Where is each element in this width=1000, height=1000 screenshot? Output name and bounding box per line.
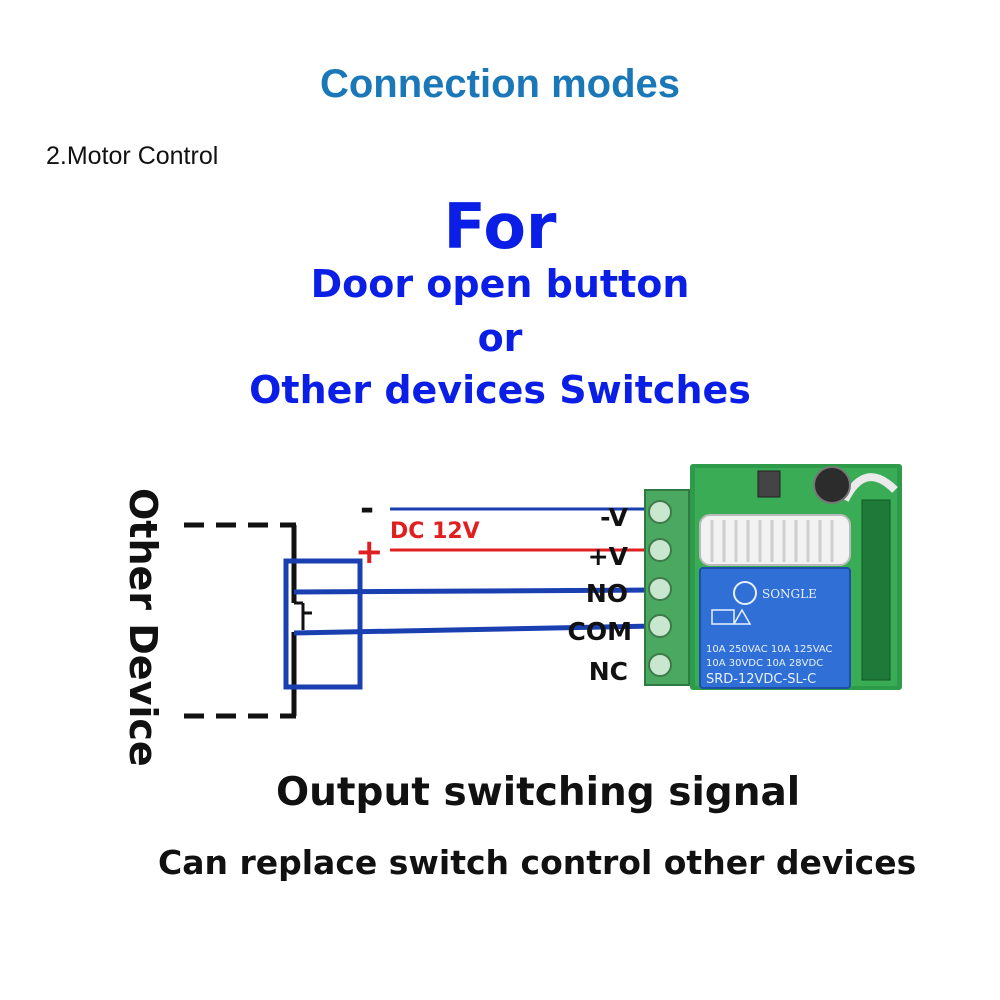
com-wire [293, 623, 658, 636]
no-wire [293, 587, 658, 595]
plus-sign: + [355, 532, 384, 572]
receiver-board [861, 499, 891, 681]
terminal-block [644, 489, 690, 686]
terminal-screw-minus-v [648, 500, 672, 524]
relay-rating-dc: 10A 30VDC 10A 28VDC [706, 658, 823, 669]
terminal-label-minus-v: -V [600, 503, 629, 532]
for-heading: For [443, 190, 557, 263]
terminal-label-com: COM [568, 617, 632, 646]
section-subtitle: 2.Motor Control [46, 142, 219, 170]
relay-logo-icon [733, 581, 757, 605]
terminal-screw-no [648, 577, 672, 601]
terminal-label-plus-v: +V [588, 542, 629, 571]
switch-box [283, 558, 363, 690]
capacitor [813, 466, 851, 504]
purpose-line-door-button: Door open button [310, 262, 690, 306]
supply-voltage-label: DC 12V [390, 519, 480, 544]
relay: SONGLE 10A 250VAC 10A 125VAC 10A 30VDC 1… [699, 567, 851, 689]
terminal-screw-plus-v [648, 538, 672, 562]
cert-marks-icon [711, 608, 752, 625]
other-device-label: Other Device [121, 488, 165, 767]
page-title: Connection modes [319, 62, 681, 106]
relay-module-board: SONGLE 10A 250VAC 10A 125VAC 10A 30VDC 1… [690, 464, 902, 690]
relay-model: SRD-12VDC-SL-C [706, 672, 816, 687]
terminal-label-no: NO [586, 579, 628, 608]
learn-button [757, 470, 781, 498]
purpose-line-other-switches: Other devices Switches [249, 368, 751, 412]
relay-rating-ac: 10A 250VAC 10A 125VAC [706, 644, 833, 655]
purpose-line-or: or [477, 316, 523, 360]
caption-replace-switch: Can replace switch control other devices [158, 843, 917, 882]
terminal-label-nc: NC [589, 657, 628, 686]
terminal-screw-com [648, 614, 672, 638]
terminal-screw-nc [648, 653, 672, 677]
relay-brand: SONGLE [762, 587, 817, 601]
minus-sign: - [360, 489, 374, 529]
caption-output-signal: Output switching signal [276, 770, 801, 815]
